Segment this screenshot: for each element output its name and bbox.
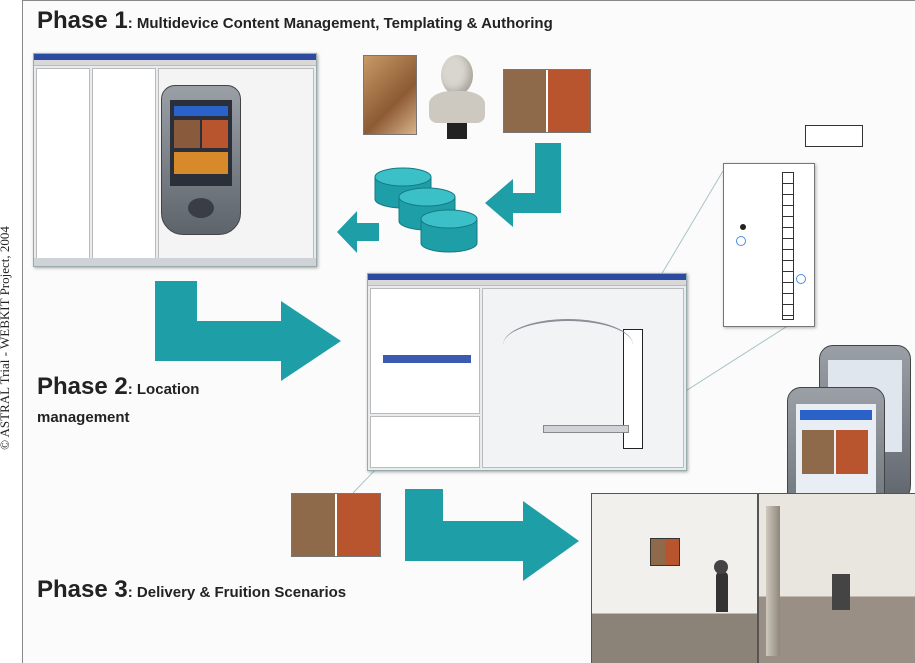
location-management-screenshot — [367, 273, 687, 471]
phase-2-label-line1: : Location — [127, 381, 200, 398]
bust-statue-image — [423, 51, 489, 145]
fresco-thumbnail — [363, 55, 417, 135]
arrow-right-icon — [405, 489, 579, 581]
portrait-pair-thumbnail — [503, 69, 591, 133]
museum-render — [591, 493, 915, 663]
arrow-left-icon — [485, 143, 561, 227]
phase-2-number: Phase 2 — [37, 373, 128, 400]
phase-1-label: : Multidevice Content Management, Templa… — [127, 15, 553, 32]
phase-1-number: Phase 1 — [37, 7, 128, 34]
phase-1-title: Phase 1: Multidevice Content Management,… — [37, 7, 553, 35]
diagram-graphics — [155, 143, 812, 581]
copyright-credit: © ASTRAL Trial - WEBKIT Project, 2004 — [0, 226, 12, 450]
pda-preview — [161, 85, 241, 235]
database-icon — [374, 167, 478, 253]
arrow-left-icon — [337, 211, 379, 253]
portrait-pair-thumbnail — [291, 493, 381, 557]
phase-2-label-line2: management — [37, 409, 130, 426]
phase-3-number: Phase 3 — [37, 576, 128, 603]
arrow-right-icon — [155, 281, 341, 381]
floor-plan-inset — [723, 163, 815, 327]
phase-3-label: : Delivery & Fruition Scenarios — [127, 584, 347, 601]
floor-plan-tag — [805, 125, 863, 147]
phase-2-title: Phase 2: Location management — [37, 373, 199, 432]
phase-3-title: Phase 3: Delivery & Fruition Scenarios — [37, 576, 346, 604]
diagram-panel: Phase 1: Multidevice Content Management,… — [22, 0, 915, 663]
